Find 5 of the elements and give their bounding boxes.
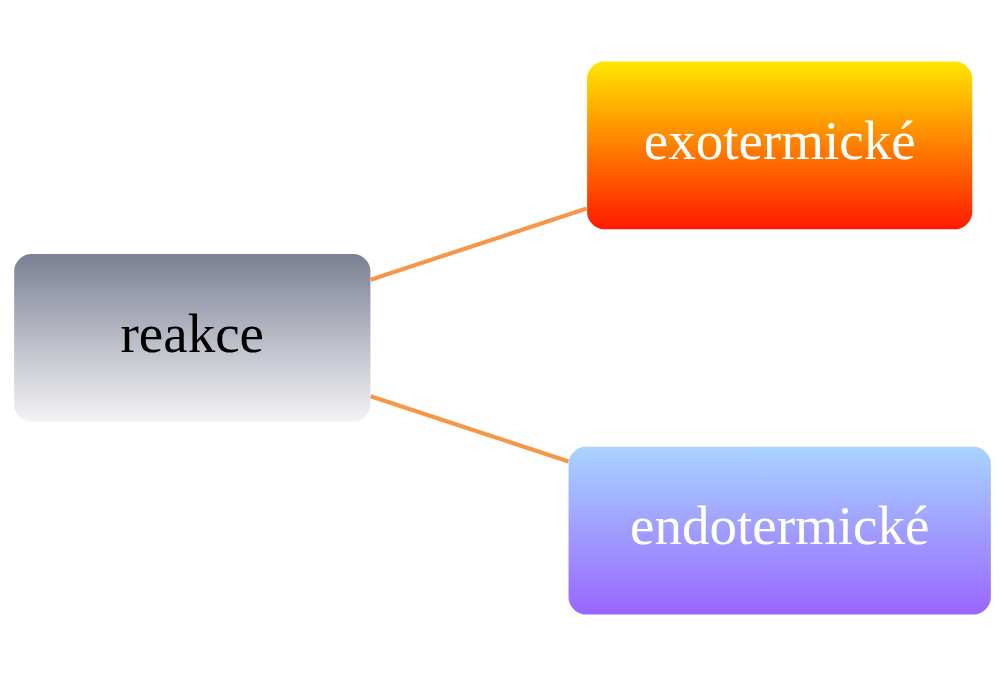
node-box: reakce bbox=[14, 254, 371, 422]
node-box: endotermické bbox=[568, 446, 991, 615]
connector bbox=[370, 394, 570, 464]
connector bbox=[370, 206, 588, 282]
node-box: exotermické bbox=[587, 61, 973, 230]
